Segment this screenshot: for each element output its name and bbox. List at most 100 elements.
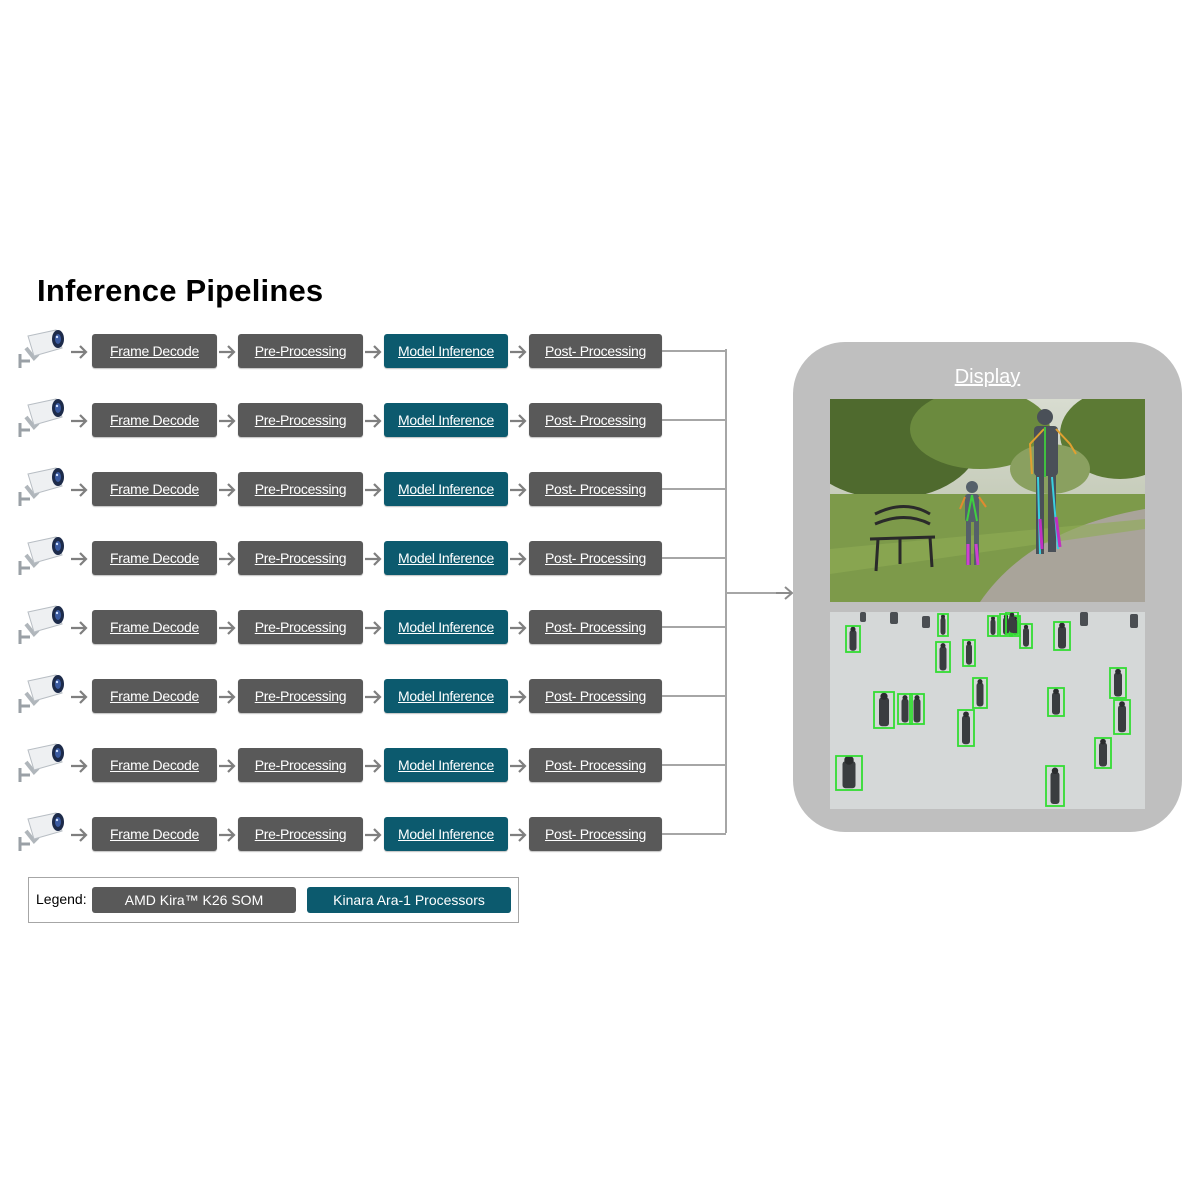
stage-frame-decode[interactable]: Frame Decode <box>92 748 217 782</box>
legend-item-amd-kira: AMD Kira™ K26 SOM <box>92 887 296 913</box>
arrow-right-icon <box>70 549 90 569</box>
pipeline-row: Frame Decode Pre-Processing Model Infere… <box>0 674 730 719</box>
legend: Legend: AMD Kira™ K26 SOM Kinara Ara-1 P… <box>28 877 519 923</box>
row-output-line <box>662 833 726 835</box>
arrow-right-icon <box>218 342 238 362</box>
stage-pre-processing[interactable]: Pre-Processing <box>238 817 363 851</box>
stage-frame-decode[interactable]: Frame Decode <box>92 403 217 437</box>
legend-item-kinara-ara: Kinara Ara-1 Processors <box>307 887 511 913</box>
arrow-right-icon <box>364 342 384 362</box>
stage-pre-processing[interactable]: Pre-Processing <box>238 541 363 575</box>
merge-arrow-icon <box>776 586 794 600</box>
stage-pre-processing[interactable]: Pre-Processing <box>238 679 363 713</box>
stage-frame-decode[interactable]: Frame Decode <box>92 679 217 713</box>
arrow-right-icon <box>509 411 529 431</box>
arrow-right-icon <box>364 687 384 707</box>
arrow-right-icon <box>70 342 90 362</box>
stage-model-inference[interactable]: Model Inference <box>384 472 508 506</box>
stage-pre-processing[interactable]: Pre-Processing <box>238 748 363 782</box>
arrow-right-icon <box>509 549 529 569</box>
arrow-right-icon <box>70 618 90 638</box>
stage-model-inference[interactable]: Model Inference <box>384 610 508 644</box>
pipeline-row: Frame Decode Pre-Processing Model Infere… <box>0 398 730 443</box>
security-camera-icon <box>16 466 68 510</box>
row-output-line <box>662 764 726 766</box>
legend-title: Legend: <box>36 891 87 907</box>
security-camera-icon <box>16 742 68 786</box>
merge-output-line <box>727 592 783 594</box>
stage-post-processing[interactable]: Post- Processing <box>529 748 662 782</box>
pose-estimation-image <box>830 399 1145 602</box>
row-output-line <box>662 488 726 490</box>
stage-frame-decode[interactable]: Frame Decode <box>92 817 217 851</box>
pipeline-row: Frame Decode Pre-Processing Model Infere… <box>0 743 730 788</box>
arrow-right-icon <box>218 825 238 845</box>
stage-model-inference[interactable]: Model Inference <box>384 817 508 851</box>
stage-frame-decode[interactable]: Frame Decode <box>92 541 217 575</box>
stage-frame-decode[interactable]: Frame Decode <box>92 472 217 506</box>
arrow-right-icon <box>364 411 384 431</box>
row-output-line <box>662 419 726 421</box>
pipeline-row: Frame Decode Pre-Processing Model Infere… <box>0 605 730 650</box>
row-output-line <box>662 557 726 559</box>
arrow-right-icon <box>509 480 529 500</box>
arrow-right-icon <box>70 687 90 707</box>
stage-post-processing[interactable]: Post- Processing <box>529 403 662 437</box>
arrow-right-icon <box>509 687 529 707</box>
arrow-right-icon <box>364 756 384 776</box>
stage-model-inference[interactable]: Model Inference <box>384 679 508 713</box>
row-output-line <box>662 695 726 697</box>
pipeline-row: Frame Decode Pre-Processing Model Infere… <box>0 329 730 374</box>
display-label: Display <box>954 366 1021 388</box>
stage-model-inference[interactable]: Model Inference <box>384 748 508 782</box>
pipeline-row: Frame Decode Pre-Processing Model Infere… <box>0 536 730 581</box>
stage-pre-processing[interactable]: Pre-Processing <box>238 334 363 368</box>
arrow-right-icon <box>509 342 529 362</box>
arrow-right-icon <box>70 411 90 431</box>
arrow-right-icon <box>509 618 529 638</box>
stage-post-processing[interactable]: Post- Processing <box>529 472 662 506</box>
arrow-right-icon <box>218 549 238 569</box>
person-detection-image <box>830 612 1145 809</box>
security-camera-icon <box>16 535 68 579</box>
stage-pre-processing[interactable]: Pre-Processing <box>238 472 363 506</box>
arrow-right-icon <box>509 825 529 845</box>
stage-post-processing[interactable]: Post- Processing <box>529 610 662 644</box>
display-panel: Display <box>793 342 1182 832</box>
stage-post-processing[interactable]: Post- Processing <box>529 334 662 368</box>
merge-bus <box>725 349 727 833</box>
stage-post-processing[interactable]: Post- Processing <box>529 679 662 713</box>
page-title: Inference Pipelines <box>37 273 324 308</box>
security-camera-icon <box>16 328 68 372</box>
arrow-right-icon <box>364 480 384 500</box>
pipeline-row: Frame Decode Pre-Processing Model Infere… <box>0 467 730 512</box>
arrow-right-icon <box>364 549 384 569</box>
stage-model-inference[interactable]: Model Inference <box>384 541 508 575</box>
stage-post-processing[interactable]: Post- Processing <box>529 817 662 851</box>
arrow-right-icon <box>70 480 90 500</box>
pipeline-row: Frame Decode Pre-Processing Model Infere… <box>0 812 730 857</box>
arrow-right-icon <box>218 618 238 638</box>
security-camera-icon <box>16 811 68 855</box>
stage-model-inference[interactable]: Model Inference <box>384 334 508 368</box>
stage-post-processing[interactable]: Post- Processing <box>529 541 662 575</box>
arrow-right-icon <box>70 756 90 776</box>
stage-pre-processing[interactable]: Pre-Processing <box>238 403 363 437</box>
row-output-line <box>662 626 726 628</box>
security-camera-icon <box>16 673 68 717</box>
security-camera-icon <box>16 397 68 441</box>
row-output-line <box>662 350 726 352</box>
stage-frame-decode[interactable]: Frame Decode <box>92 610 217 644</box>
arrow-right-icon <box>364 825 384 845</box>
arrow-right-icon <box>364 618 384 638</box>
arrow-right-icon <box>70 825 90 845</box>
arrow-right-icon <box>218 687 238 707</box>
security-camera-icon <box>16 604 68 648</box>
arrow-right-icon <box>218 480 238 500</box>
stage-pre-processing[interactable]: Pre-Processing <box>238 610 363 644</box>
stage-frame-decode[interactable]: Frame Decode <box>92 334 217 368</box>
arrow-right-icon <box>218 756 238 776</box>
arrow-right-icon <box>509 756 529 776</box>
stage-model-inference[interactable]: Model Inference <box>384 403 508 437</box>
arrow-right-icon <box>218 411 238 431</box>
